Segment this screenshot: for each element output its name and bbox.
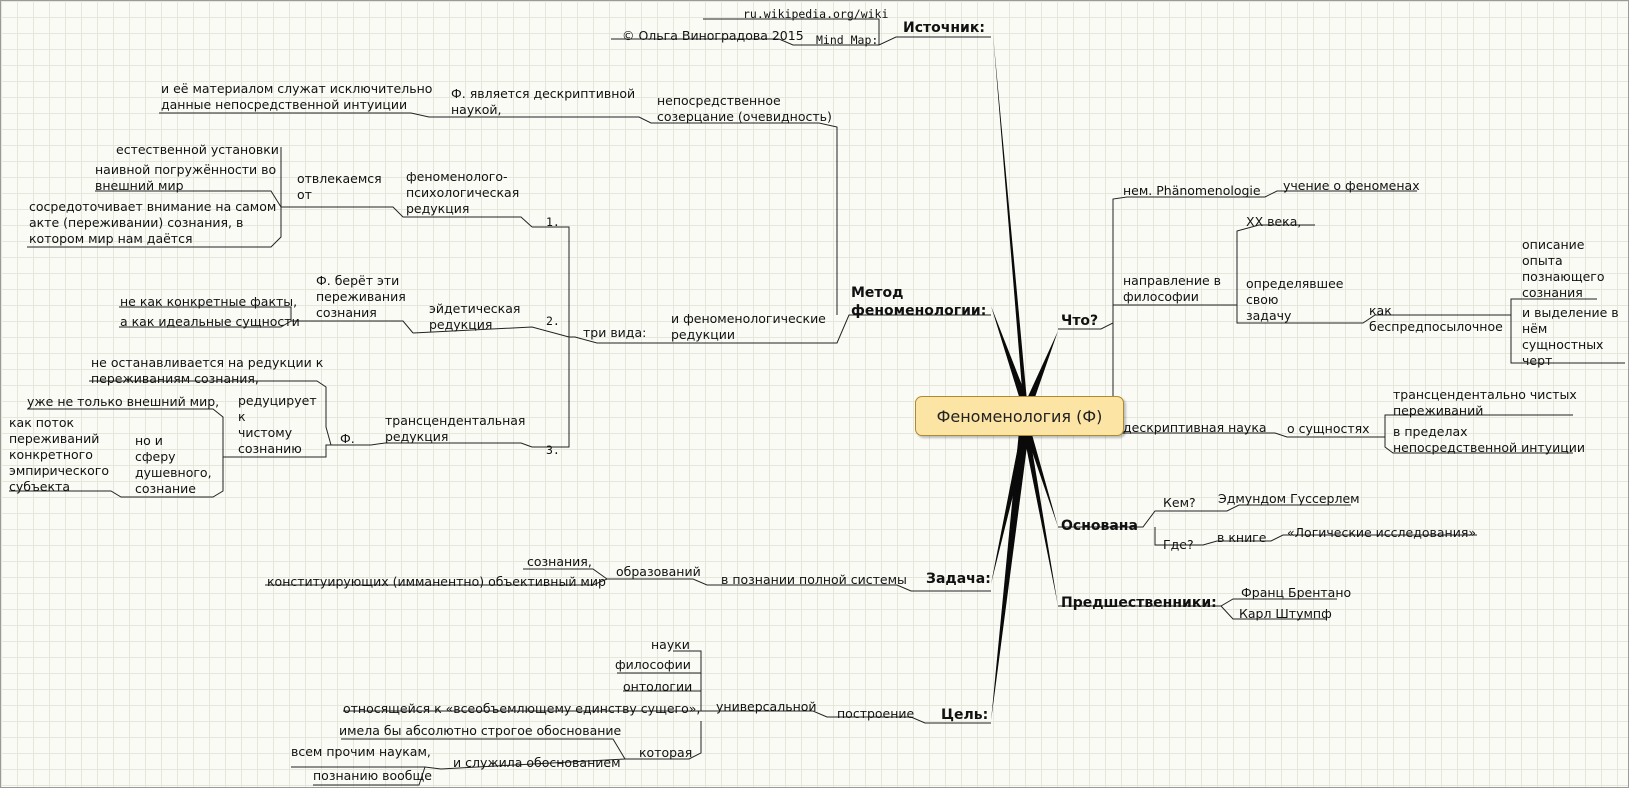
predecessors-title[interactable]: Предшественники: bbox=[1061, 595, 1217, 611]
method-num-1[interactable]: 1. bbox=[546, 215, 560, 229]
method-focus[interactable]: сосредоточивает внимание на самом акте (… bbox=[29, 199, 277, 246]
method-transcendental[interactable]: трансцендентальная редукция bbox=[385, 413, 526, 444]
founded-husserl[interactable]: Эдмундом Гуссерлем bbox=[1218, 491, 1360, 506]
task-consciousness[interactable]: сознания, bbox=[527, 554, 592, 569]
what-description[interactable]: описание опыта познающего сознания bbox=[1522, 237, 1605, 300]
method-reduces[interactable]: редуцирует к чистому сознанию bbox=[238, 393, 317, 456]
method-flow[interactable]: как поток переживаний конкретного эмпири… bbox=[9, 415, 110, 494]
method-but-sphere[interactable]: но и сферу душевного, сознание bbox=[135, 433, 212, 496]
method-title[interactable]: Метод феноменологии: bbox=[851, 285, 987, 319]
branch-founded bbox=[1025, 431, 1058, 527]
what-essences[interactable]: и выделение в нём сущностных черт bbox=[1522, 305, 1619, 368]
source-mindmap[interactable]: Mind Map: bbox=[816, 33, 879, 47]
method-descriptive-science[interactable]: Ф. является дескриптивной наукой, bbox=[451, 86, 636, 117]
method-abstract[interactable]: отвлекаемся от bbox=[297, 171, 382, 202]
goal-which[interactable]: которая bbox=[639, 745, 693, 760]
method-material[interactable]: и её материалом служат исключительно дан… bbox=[161, 81, 433, 112]
method-natural[interactable]: естественной установки bbox=[116, 142, 279, 157]
method-reductions[interactable]: и феноменологические редукции bbox=[671, 311, 826, 342]
method-naive[interactable]: наивной погружённости во внешний мир bbox=[95, 162, 277, 193]
method-three-kinds[interactable]: три вида: bbox=[583, 325, 647, 340]
method-num-3[interactable]: 3. bbox=[546, 443, 560, 457]
source-site[interactable]: ru.wikipedia.org/wiki bbox=[743, 7, 889, 21]
founded-where[interactable]: Где? bbox=[1163, 537, 1194, 552]
goal-unity[interactable]: относящейся к «всеобъемлющему единству с… bbox=[343, 701, 701, 716]
goal-served[interactable]: и служила обоснованием bbox=[453, 755, 621, 770]
task-title[interactable]: Задача: bbox=[926, 571, 991, 587]
method-contemplation[interactable]: непосредственное созерцание (очевидность… bbox=[657, 93, 832, 124]
branch-method bbox=[991, 306, 1029, 403]
what-german[interactable]: нем. Phänomenologie bbox=[1123, 183, 1261, 198]
goal-title[interactable]: Цель: bbox=[941, 707, 989, 723]
founded-in-book[interactable]: в книге bbox=[1217, 530, 1267, 545]
method-f-short[interactable]: Ф. bbox=[340, 431, 355, 446]
what-within[interactable]: в пределах непосредственной интуиции bbox=[1393, 424, 1585, 455]
goal-science[interactable]: науки bbox=[651, 637, 690, 652]
task-cognition[interactable]: в познании полной системы bbox=[721, 572, 907, 587]
method-not-facts[interactable]: не как конкретные факты, bbox=[120, 294, 298, 309]
branch-what bbox=[1025, 331, 1058, 403]
what-descriptive[interactable]: дескриптивная наука bbox=[1123, 420, 1267, 435]
what-defined[interactable]: определявшее свою задачу bbox=[1246, 276, 1344, 323]
branch-predecessors bbox=[1023, 431, 1058, 606]
method-num-2[interactable]: 2. bbox=[546, 314, 560, 328]
method-not-stop[interactable]: не останавливается на редукции к пережив… bbox=[91, 355, 324, 386]
sub-links bbox=[9, 18, 1625, 786]
what-about-essences[interactable]: о сущностях bbox=[1287, 421, 1370, 436]
method-eidetic[interactable]: эйдетическая редукция bbox=[429, 301, 521, 332]
method-takes[interactable]: Ф. берёт эти переживания сознания bbox=[316, 273, 406, 320]
branch-source bbox=[993, 34, 1027, 401]
what-presuppositionless[interactable]: как беспредпосылочное bbox=[1369, 303, 1503, 334]
task-constituting[interactable]: конституирующих (имманентно) объективный… bbox=[267, 574, 606, 589]
what-direction[interactable]: направление в философии bbox=[1123, 273, 1221, 304]
what-title[interactable]: Что? bbox=[1061, 313, 1099, 329]
what-century[interactable]: XX века, bbox=[1246, 214, 1302, 229]
method-not-only[interactable]: уже не только внешний мир, bbox=[27, 394, 220, 409]
founded-title[interactable]: Основана bbox=[1061, 518, 1138, 534]
goal-strict[interactable]: имела бы абсолютно строгое обоснование bbox=[339, 723, 622, 738]
method-psych-reduction[interactable]: феноменолого- психологическая редукция bbox=[406, 169, 520, 216]
task-formations[interactable]: образований bbox=[616, 564, 701, 579]
founded-book[interactable]: «Логические исследования» bbox=[1287, 525, 1477, 540]
goal-construction[interactable]: построение bbox=[837, 706, 915, 721]
predecessors-brentano[interactable]: Франц Брентано bbox=[1241, 585, 1352, 600]
what-pure[interactable]: трансцендентально чистых переживаний bbox=[1393, 387, 1577, 418]
goal-knowledge[interactable]: познанию вообще bbox=[313, 768, 432, 783]
goal-ontology[interactable]: онтологии bbox=[623, 679, 693, 694]
source-author[interactable]: © Ольга Виноградова 2015 bbox=[622, 28, 804, 43]
goal-philosophy[interactable]: философии bbox=[615, 657, 691, 672]
founded-who[interactable]: Кем? bbox=[1163, 495, 1196, 510]
branch-goal bbox=[991, 431, 1029, 721]
method-ideal[interactable]: а как идеальные сущности bbox=[120, 314, 300, 329]
source-title[interactable]: Источник: bbox=[903, 20, 985, 36]
what-doctrine[interactable]: учение о феноменах bbox=[1283, 178, 1420, 193]
goal-all-sciences[interactable]: всем прочим наукам, bbox=[291, 744, 431, 759]
central-topic[interactable]: Феноменология (Ф) bbox=[915, 396, 1124, 436]
main-branches bbox=[991, 34, 1058, 721]
predecessors-stumpf[interactable]: Карл Штумпф bbox=[1239, 606, 1332, 621]
goal-universal[interactable]: универсальной bbox=[716, 699, 817, 714]
